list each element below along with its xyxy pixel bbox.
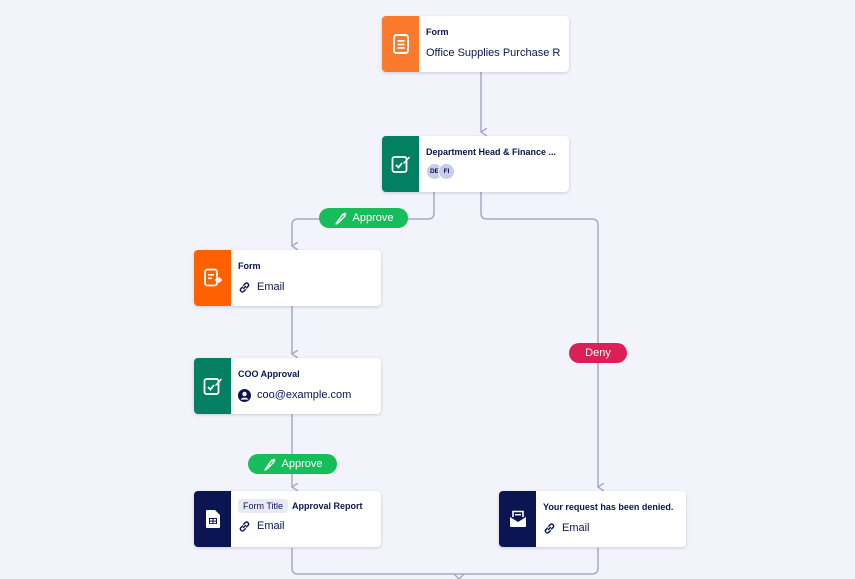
link-icon: [239, 281, 250, 293]
approval-pen-icon: [382, 136, 419, 192]
node-title: Your request has been denied.: [543, 502, 674, 512]
assignee-avatars: DE FI: [426, 163, 561, 180]
form-email-icon: [194, 250, 231, 306]
approve-label: Approve: [352, 212, 394, 224]
connector-report-bottom: [291, 548, 599, 575]
user-circle-icon: [238, 388, 251, 402]
form-title-tag: Form Title: [238, 499, 289, 513]
deny-branch-label[interactable]: Deny: [569, 343, 627, 363]
deny-label: Deny: [585, 347, 611, 359]
node-title: COO Approval: [238, 369, 300, 379]
connector-dept-deny: [480, 192, 598, 487]
approve-icon: [334, 212, 347, 225]
node-title: Department Head & Finance ...: [426, 147, 557, 157]
node-subtitle: Email: [257, 281, 285, 293]
department-approval-node[interactable]: Department Head & Finance ... DE FI: [382, 136, 569, 192]
report-document-icon: [194, 491, 231, 547]
approval-pen-icon: [194, 358, 231, 414]
approve-branch-label[interactable]: Approve: [248, 454, 337, 474]
approve-icon: [263, 458, 276, 471]
form-document-icon: [382, 16, 419, 72]
node-subtitle: Email: [257, 520, 285, 532]
denied-email-node[interactable]: Your request has been denied. Email: [499, 491, 686, 547]
avatar: FI: [438, 163, 455, 180]
form-email-node[interactable]: Form Email: [194, 250, 381, 306]
link-icon: [239, 520, 250, 532]
link-icon: [544, 522, 555, 534]
connector-merge-arrow: [453, 573, 465, 579]
approve-label: Approve: [281, 458, 323, 470]
node-title: Form: [426, 27, 449, 37]
node-subtitle: Office Supplies Purchase R...: [426, 47, 561, 59]
node-subtitle: Email: [562, 522, 590, 534]
coo-approval-node[interactable]: COO Approval coo@example.com: [194, 358, 381, 414]
form-start-node[interactable]: Form Office Supplies Purchase R...: [382, 16, 569, 72]
approve-branch-label[interactable]: Approve: [319, 208, 408, 228]
email-envelope-icon: [499, 491, 536, 547]
node-subtitle: coo@example.com: [257, 389, 352, 401]
node-title: Approval Report: [292, 501, 363, 511]
node-title: Form: [238, 261, 261, 271]
